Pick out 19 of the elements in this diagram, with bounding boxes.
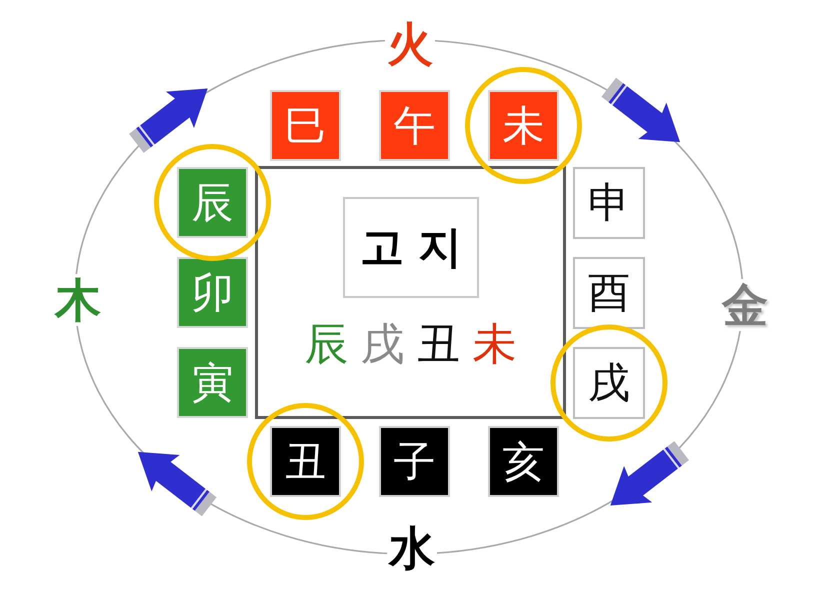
- branch-tile: 巳: [270, 90, 341, 161]
- branch-tile: 辰: [177, 167, 248, 238]
- branch-tile: 卯: [177, 257, 248, 328]
- branch-tile: 寅: [177, 347, 248, 418]
- branch-tile: 申: [573, 167, 645, 239]
- branch-tile: 亥: [488, 426, 559, 497]
- branch-tile: 未: [488, 90, 559, 161]
- branch-tile: 戌: [573, 347, 645, 419]
- branch-tile: 子: [379, 426, 450, 497]
- center-frame: [255, 166, 566, 419]
- element-label: 木: [53, 274, 103, 326]
- element-label: 金: [720, 279, 770, 331]
- title-box: 고지: [343, 197, 479, 298]
- element-label: 火: [385, 18, 435, 70]
- center-label: 辰戌丑未: [304, 321, 518, 370]
- element-label: 水: [387, 522, 437, 574]
- branch-tile: 丑: [270, 426, 341, 497]
- branch-tile: 酉: [573, 257, 645, 329]
- branch-tile: 午: [379, 90, 450, 161]
